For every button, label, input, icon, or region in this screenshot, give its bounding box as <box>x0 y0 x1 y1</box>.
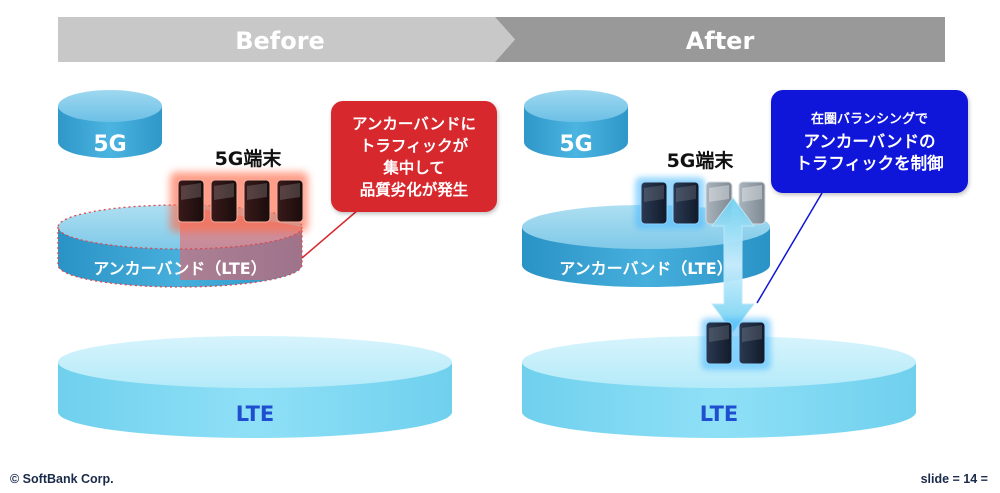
before-callout-line: トラフィックが <box>359 136 469 155</box>
after-callout-line-small: 在圏バランシングで <box>810 111 928 127</box>
phone-icon <box>738 321 766 365</box>
after-anchor-label: アンカーバンド（LTE） <box>559 259 732 278</box>
phone-icon <box>210 179 238 223</box>
before-device-label: 5G端末 <box>215 147 283 170</box>
before-callout: アンカーバンドに トラフィックが 集中して 品質劣化が発生 <box>331 101 497 212</box>
before-5g-label: 5G <box>93 132 126 157</box>
header-before-label: Before <box>235 27 325 55</box>
phone-icon <box>672 181 700 225</box>
phone-icon <box>276 179 304 223</box>
phone-icon <box>243 179 271 223</box>
after-device-label: 5G端末 <box>667 149 735 172</box>
after-5g-label: 5G <box>559 132 592 157</box>
after-lte-label: LTE <box>700 402 739 426</box>
before-lte-cylinder: LTE <box>58 336 452 438</box>
before-5g-cylinder: 5G <box>58 90 162 158</box>
before-callout-line: 品質劣化が発生 <box>359 180 469 199</box>
after-5g-cylinder: 5G <box>524 90 628 158</box>
phone-icon-faded <box>738 181 766 225</box>
after-callout-line: アンカーバンドの <box>803 131 936 151</box>
after-callout: 在圏バランシングで アンカーバンドの トラフィックを制御 <box>771 90 968 193</box>
phone-icon <box>640 181 668 225</box>
after-devices-lte <box>701 318 771 370</box>
before-callout-line: アンカーバンドに <box>351 114 476 133</box>
before-devices <box>170 172 308 232</box>
before-lte-label: LTE <box>236 402 275 426</box>
phone-icon <box>177 179 205 223</box>
before-callout-line: 集中して <box>383 158 445 177</box>
before-anchor-label: アンカーバンド（LTE） <box>93 259 266 278</box>
header-after-label: After <box>686 27 755 55</box>
header-after: After <box>495 17 945 62</box>
after-callout-line: トラフィックを制御 <box>795 153 944 173</box>
phone-icon <box>705 321 733 365</box>
before-callout-pointer <box>301 209 359 259</box>
header-before: Before <box>58 17 515 62</box>
copyright: © SoftBank Corp. <box>10 472 114 486</box>
slide-number: slide = 14 = <box>920 472 988 486</box>
after-callout-pointer <box>756 192 823 304</box>
after-devices-anchor <box>635 177 766 229</box>
